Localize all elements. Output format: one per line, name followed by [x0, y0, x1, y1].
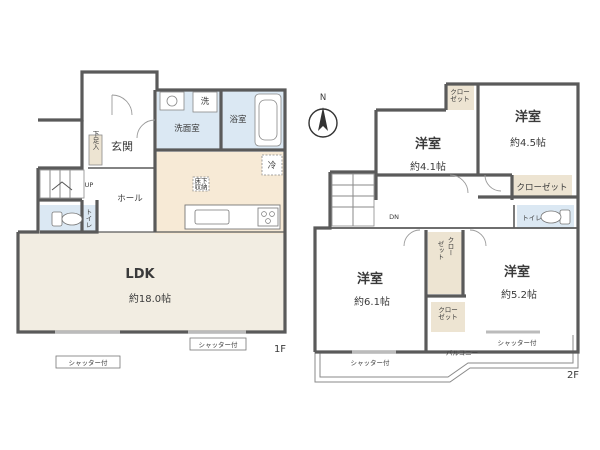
first-floor: LDK 約18.0帖 玄関 ホール 洗面室 浴室 洗 冷 床下収納 下足入 トイ…: [16, 70, 287, 369]
room4-label: 洋室: [504, 264, 530, 280]
shutter-label-2f-right: シャッター付: [498, 338, 538, 347]
floor-label-1f: 1F: [274, 344, 286, 355]
stairs-dn-label: DN: [389, 213, 399, 221]
kitchen-counter: [184, 204, 281, 230]
washbasin: [159, 91, 185, 111]
entrance-label: 玄関: [111, 139, 133, 153]
room3-area: 約6.1帖: [354, 295, 390, 308]
toilet-label-2f: トイレ: [522, 214, 542, 222]
bathtub: [254, 93, 282, 147]
room3-label: 洋室: [357, 271, 383, 287]
washer: [192, 91, 218, 113]
room2-label: 洋室: [515, 109, 541, 125]
north-label: N: [320, 93, 326, 103]
closet-top: [446, 84, 474, 110]
washroom-label: 洗面室: [174, 123, 200, 134]
stairs-2f: [331, 173, 375, 227]
stairs-1f: [39, 169, 85, 199]
floor-storage: [192, 176, 210, 192]
shoe-box: [88, 134, 103, 166]
floor-storage-label: 床下収納: [195, 176, 209, 191]
stairs-up-label: UP: [85, 181, 94, 189]
ldk-area: 約18.0帖: [129, 292, 171, 305]
toilet-label-1f: トイレ: [84, 208, 92, 228]
hall-label: ホール: [117, 194, 143, 204]
second-floor: 洋室 約4.1帖 洋室 約4.5帖 洋室 約6.1帖 洋室 約5.2帖 クローゼ…: [313, 82, 580, 383]
second-floor-outer-wall: [315, 82, 580, 354]
room4-area: 約5.2帖: [501, 288, 537, 301]
closet-bottom: [431, 302, 465, 332]
closet-middle: [428, 232, 462, 294]
shutter-label-south: シャッター付: [199, 340, 239, 349]
north-arrow: N: [308, 93, 338, 138]
shutter-label-2f-left: シャッター付: [351, 358, 391, 367]
washer-label: 洗: [201, 96, 210, 107]
room2-area: 約4.5帖: [510, 136, 546, 149]
closet-side: [512, 175, 572, 197]
closet-top-label: クローゼット: [450, 88, 470, 103]
ldk-floor: [18, 232, 285, 332]
bath-label: 浴室: [229, 114, 247, 125]
shutter-label-south-box: [189, 337, 247, 351]
balcony-outline: [314, 330, 579, 383]
room1-label: 洋室: [415, 136, 441, 152]
toilet-fixture-1f: [51, 211, 83, 227]
shutter-label-west-box: [55, 355, 121, 369]
toilet-fixture-2f: [540, 209, 571, 225]
closet-mid-label-b: クロー: [446, 236, 454, 256]
balcony-label: バルコニー: [446, 349, 478, 357]
shutter-label-west: シャッター付: [69, 358, 109, 367]
ldk-label: LDK: [125, 267, 155, 282]
fridge-label: 冷: [268, 160, 277, 171]
closet-side-label: クローゼット: [516, 182, 567, 193]
closet-bottom-label: クローゼット: [438, 306, 458, 321]
fridge-space: [261, 154, 283, 176]
closet-mid-label-a: ゼット: [436, 239, 444, 260]
shoe-box-label: 下足入: [91, 130, 99, 150]
floor-label-2f: 2F: [567, 370, 579, 381]
room1-area: 約4.1帖: [410, 160, 446, 173]
